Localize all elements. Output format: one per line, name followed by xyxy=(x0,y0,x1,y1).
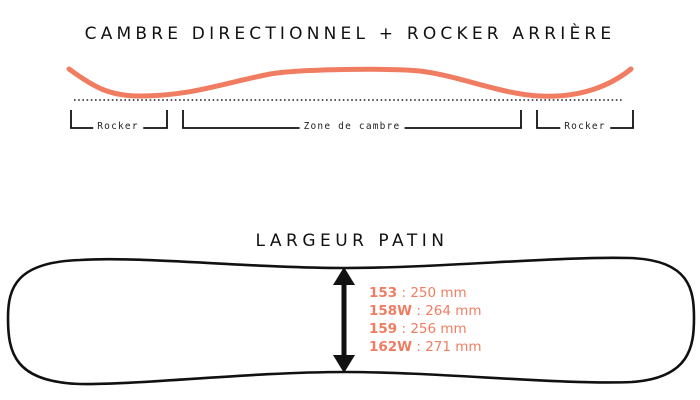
width-size: 162W xyxy=(369,339,413,355)
width-row-158w: 158W : 264 mm xyxy=(369,302,482,320)
width-row-159: 159 : 256 mm xyxy=(369,320,482,338)
waist-width-title: LARGEUR PATIN xyxy=(255,231,449,251)
width-row-162w: 162W : 271 mm xyxy=(369,338,482,356)
rocker-left-label: Rocker xyxy=(93,121,143,132)
camber-profile-curve xyxy=(66,66,634,99)
width-value: : 271 mm xyxy=(412,339,482,355)
width-row-153: 153 : 250 mm xyxy=(369,284,482,302)
rocker-right-label: Rocker xyxy=(560,121,610,132)
camber-zone-label: Zone de cambre xyxy=(299,121,405,132)
width-value: : 256 mm xyxy=(397,321,467,337)
width-values-list: 153 : 250 mm 158W : 264 mm 159 : 256 mm … xyxy=(369,284,482,356)
width-size: 153 xyxy=(369,285,398,301)
board-outline xyxy=(6,256,696,386)
width-size: 158W xyxy=(369,303,413,319)
width-arrow-head-bottom xyxy=(333,355,355,373)
camber-profile-title: CAMBRE DIRECTIONNEL + ROCKER ARRIÈRE xyxy=(84,24,616,44)
width-arrow-head-top xyxy=(333,267,355,285)
width-value: : 264 mm xyxy=(412,303,482,319)
width-value: : 250 mm xyxy=(397,285,467,301)
width-size: 159 xyxy=(369,321,398,337)
